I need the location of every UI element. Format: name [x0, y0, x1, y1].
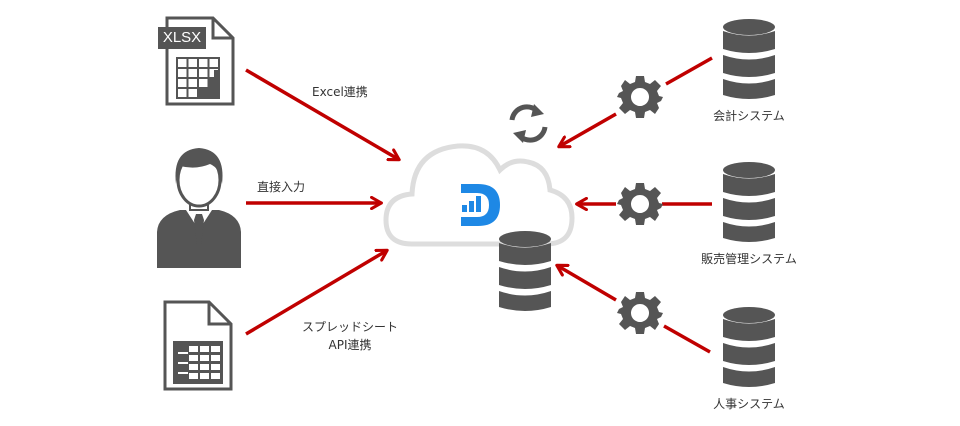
label-hr: 人事システム — [713, 397, 785, 411]
arrow-spreadsheet — [245, 251, 386, 336]
database-icon — [499, 231, 551, 311]
cloud-icon — [383, 143, 575, 247]
label-direct: 直接入力 — [257, 180, 306, 194]
arrow-excel — [245, 68, 398, 159]
sync-icon — [509, 104, 548, 143]
gear-icon — [617, 76, 663, 118]
label-accounting: 会計システム — [713, 109, 785, 123]
database-icon-accounting — [723, 19, 775, 99]
database-icon-sales — [723, 162, 775, 242]
label-excel: Excel連携 — [312, 85, 368, 99]
arrow-accounting — [560, 112, 617, 146]
arrow-hr — [558, 266, 617, 302]
label-spreadsheet-line2: API連携 — [328, 338, 372, 352]
user-icon — [157, 148, 241, 268]
gear-icon — [617, 183, 663, 225]
spreadsheet-file-icon — [163, 300, 233, 391]
gear-icon — [617, 292, 663, 334]
xlsx-badge: XLSX — [158, 27, 206, 49]
d-logo-icon — [461, 184, 500, 226]
line-hr — [663, 324, 711, 354]
line-accounting — [665, 56, 713, 86]
label-spreadsheet-line1: スプレッドシート — [301, 320, 398, 334]
label-sales: 販売管理システム — [701, 252, 797, 266]
database-icon-hr — [723, 307, 775, 387]
